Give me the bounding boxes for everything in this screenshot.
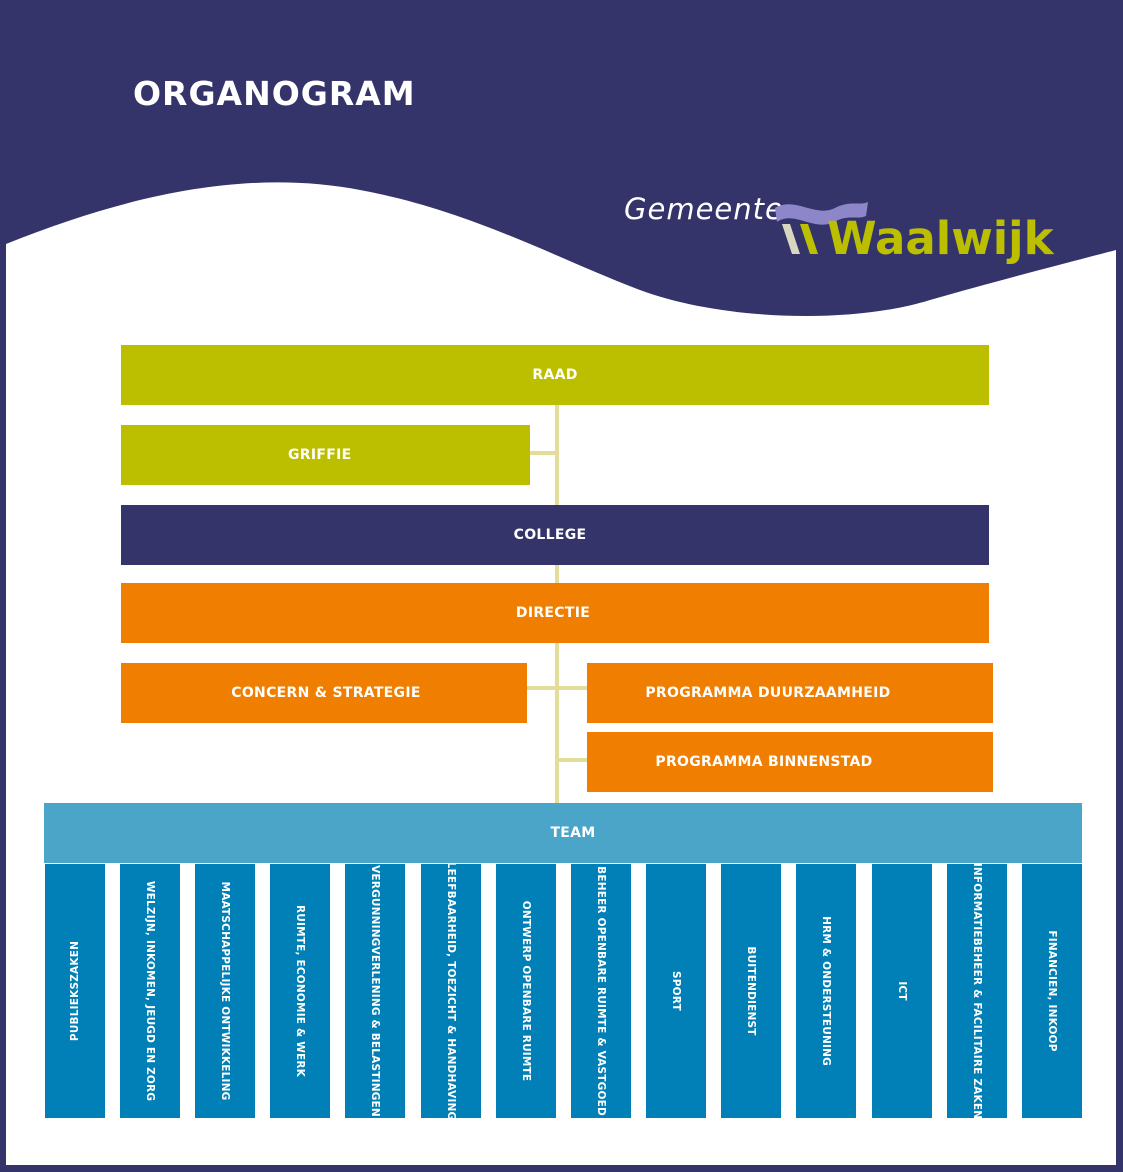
college-box: COLLEGE — [121, 505, 989, 565]
unit-informatiebeheer-facilitaire-zaken: INFORMATIEBEHEER & FACILITAIRE ZAKEN — [947, 864, 1007, 1118]
unit-label: HRM & ONDERSTEUNING — [820, 916, 832, 1066]
team-box: TEAM — [44, 803, 1082, 863]
unit-label: ONTWERP OPENBARE RUIMTE — [520, 900, 532, 1082]
unit-label: ICT — [896, 981, 908, 1001]
unit-publiekszaken: PUBLIEKSZAKEN — [45, 864, 105, 1118]
unit-label: INFORMATIEBEHEER & FACILITAIRE ZAKEN — [971, 864, 983, 1118]
logo-prefix: Gemeente — [624, 192, 784, 226]
unit-buitendienst: BUITENDIENST — [721, 864, 781, 1118]
logo-name: Waalwijk — [827, 212, 1054, 265]
unit-label: RUIMTE, ECONOMIE & WERK — [294, 904, 306, 1078]
unit-hrm-ondersteuning: HRM & ONDERSTEUNING — [796, 864, 856, 1118]
unit-label: WELZIJN, INKOMEN, JEUGD EN ZORG — [144, 880, 156, 1102]
unit-financien-inkoop: FINANCIEN, INKOOP — [1022, 864, 1082, 1118]
unit-ruimte-economie-werk: RUIMTE, ECONOMIE & WERK — [270, 864, 330, 1118]
unit-maatschappelijke-ontwikkeling: MAATSCHAPPELIJKE ONTWIKKELING — [195, 864, 255, 1118]
unit-label: BUITENDIENST — [745, 946, 757, 1036]
page-title: ORGANOGRAM — [133, 74, 416, 113]
unit-label: PUBLIEKSZAKEN — [69, 940, 81, 1042]
gemeente-waalwijk-logo: Gemeente Waalwijk — [620, 190, 1054, 280]
unit-label: BEHEER OPENBARE RUIMTE & VASTGOED — [595, 866, 607, 1116]
unit-vergunningverlening-belastingen: VERGUNNINGVERLENING & BELASTINGEN — [345, 864, 405, 1118]
raad-box: RAAD — [121, 345, 989, 405]
unit-beheer-openbare-ruimte-vastgoed: BEHEER OPENBARE RUIMTE & VASTGOED — [571, 864, 631, 1118]
unit-label: VERGUNNINGVERLENING & BELASTINGEN — [369, 865, 381, 1117]
unit-label: MAATSCHAPPELIJKE ONTWIKKELING — [219, 881, 231, 1101]
programma-duurzaamheid-box: PROGRAMMA DUURZAAMHEID — [587, 663, 993, 723]
griffie-box: GRIFFIE — [121, 425, 530, 485]
connector-concern — [526, 686, 588, 690]
unit-label: LEEFBAARHEID, TOEZICHT & HANDHAVING — [445, 864, 457, 1118]
connector-binnenstad — [557, 758, 588, 762]
connector-griffie — [529, 451, 557, 455]
unit-sport: SPORT — [646, 864, 706, 1118]
programma-binnenstad-box: PROGRAMMA BINNENSTAD — [587, 732, 993, 792]
flag-icon — [775, 202, 868, 254]
unit-ict: ICT — [872, 864, 932, 1118]
unit-label: SPORT — [670, 971, 682, 1011]
unit-leefbaarheid-toezicht-handhaving: LEEFBAARHEID, TOEZICHT & HANDHAVING — [421, 864, 481, 1118]
concern-strategie-box: CONCERN & STRATEGIE — [121, 663, 527, 723]
unit-ontwerp-openbare-ruimte: ONTWERP OPENBARE RUIMTE — [496, 864, 556, 1118]
directie-box: DIRECTIE — [121, 583, 989, 643]
unit-label: FINANCIEN, INKOOP — [1046, 930, 1058, 1052]
unit-welzijn-inkomen-jeugd-zorg: WELZIJN, INKOMEN, JEUGD EN ZORG — [120, 864, 180, 1118]
